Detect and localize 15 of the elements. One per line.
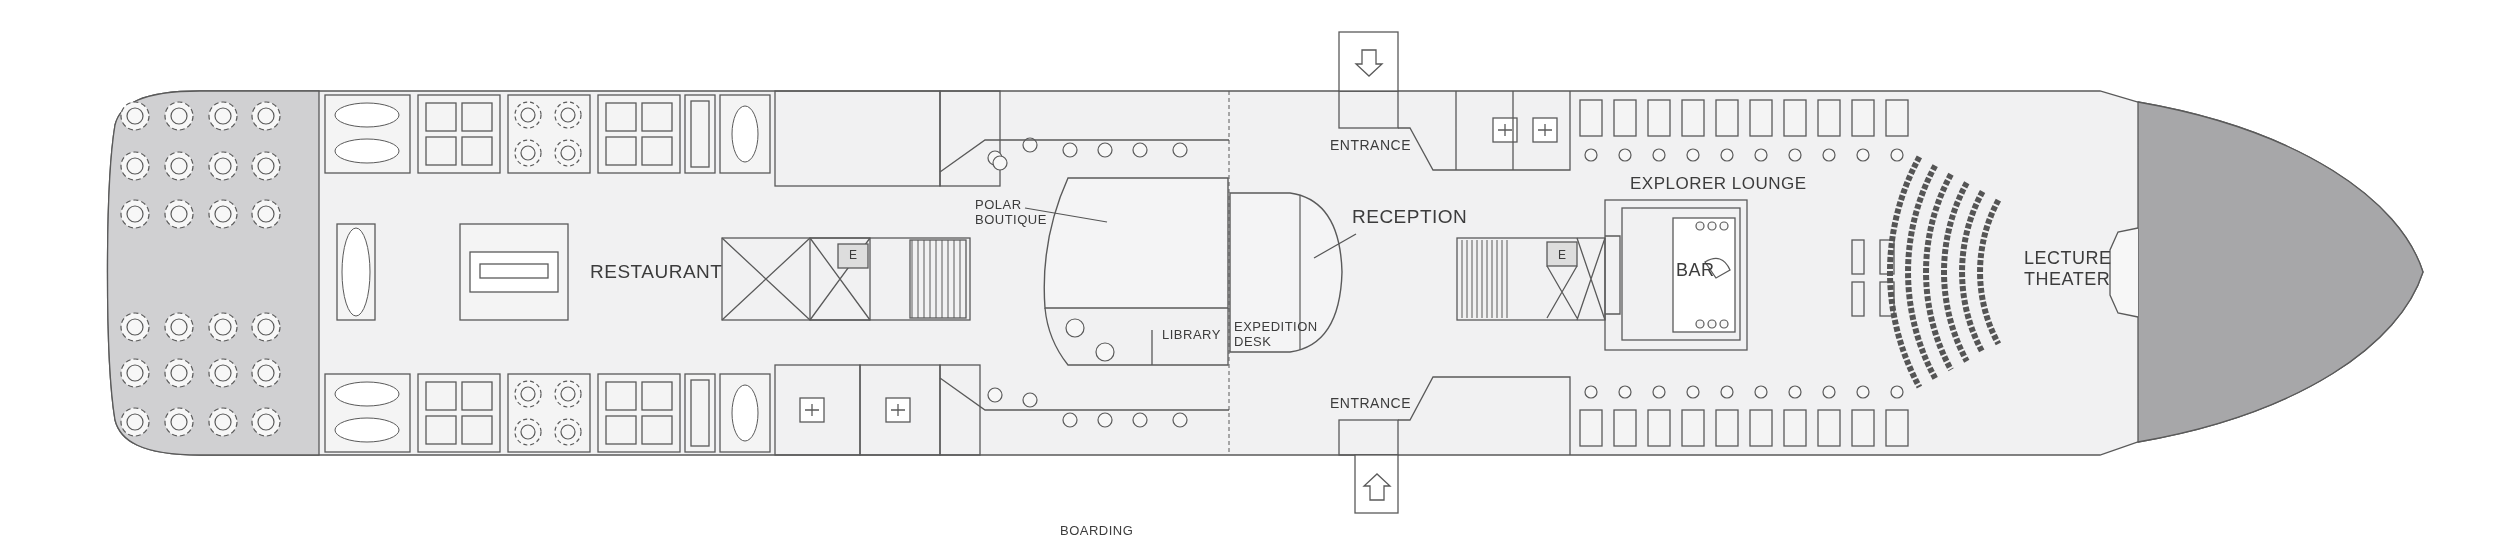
elevator-sign: E (1558, 249, 1567, 263)
room-label: EXPEDITION DESK (1234, 320, 1318, 350)
room-label: LECTURE THEATER (2024, 248, 2112, 290)
room-label: ENTRANCE (1330, 395, 1411, 412)
room-label: ENTRANCE (1330, 137, 1411, 154)
room-label: BOARDING (1060, 524, 1134, 539)
leader-line (1024, 207, 1108, 223)
elevator-sign: E (849, 249, 858, 263)
leader-line (1313, 233, 1357, 259)
room-label: LIBRARY (1162, 328, 1221, 343)
room-label: POLAR BOUTIQUE (975, 198, 1047, 228)
room-label: RESTAURANT (590, 261, 723, 283)
room-label: EXPLORER LOUNGE (1630, 174, 1807, 194)
room-label: BAR (1676, 260, 1715, 281)
room-label: RECEPTION (1352, 206, 1468, 228)
